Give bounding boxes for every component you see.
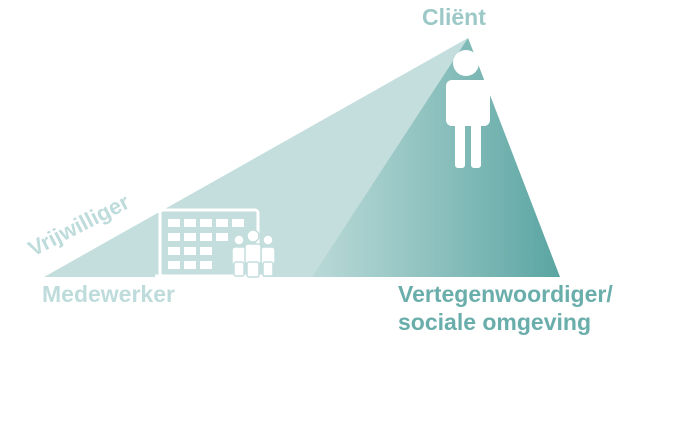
vertegenwoordiger-label: Vertegenwoordiger/ sociale omgeving [398,280,613,336]
vertegenwoordiger-line-1: Vertegenwoordiger/ [398,281,613,307]
people-group-icon [231,229,276,278]
person-icon [446,50,490,168]
dog-icon [618,226,664,274]
vertegenwoordiger-line-2: sociale omgeving [398,309,592,335]
medewerker-label: Medewerker [42,281,175,307]
building-icon [155,208,263,278]
client-label: Cliënt [422,4,486,30]
triangle-right-area [312,38,560,277]
